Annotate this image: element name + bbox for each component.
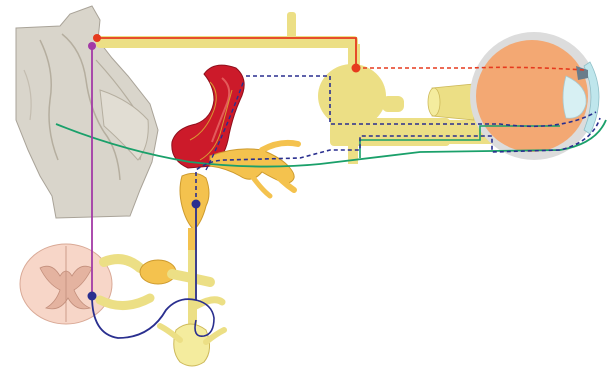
ganglion-right-stub xyxy=(382,96,404,112)
optic-nerve-end xyxy=(428,88,440,116)
red-dot xyxy=(352,64,361,73)
navy-dot xyxy=(88,292,97,301)
chain-ganglion xyxy=(174,324,210,366)
eyeball xyxy=(470,32,599,160)
red-dot xyxy=(93,34,101,42)
purple-dot xyxy=(88,42,96,50)
ganglion-root-stub xyxy=(348,126,358,164)
top-nerve-stub xyxy=(287,12,296,40)
spinal-cord-section xyxy=(20,244,112,324)
navy-dot xyxy=(192,200,201,209)
optic-nerve xyxy=(428,84,474,120)
